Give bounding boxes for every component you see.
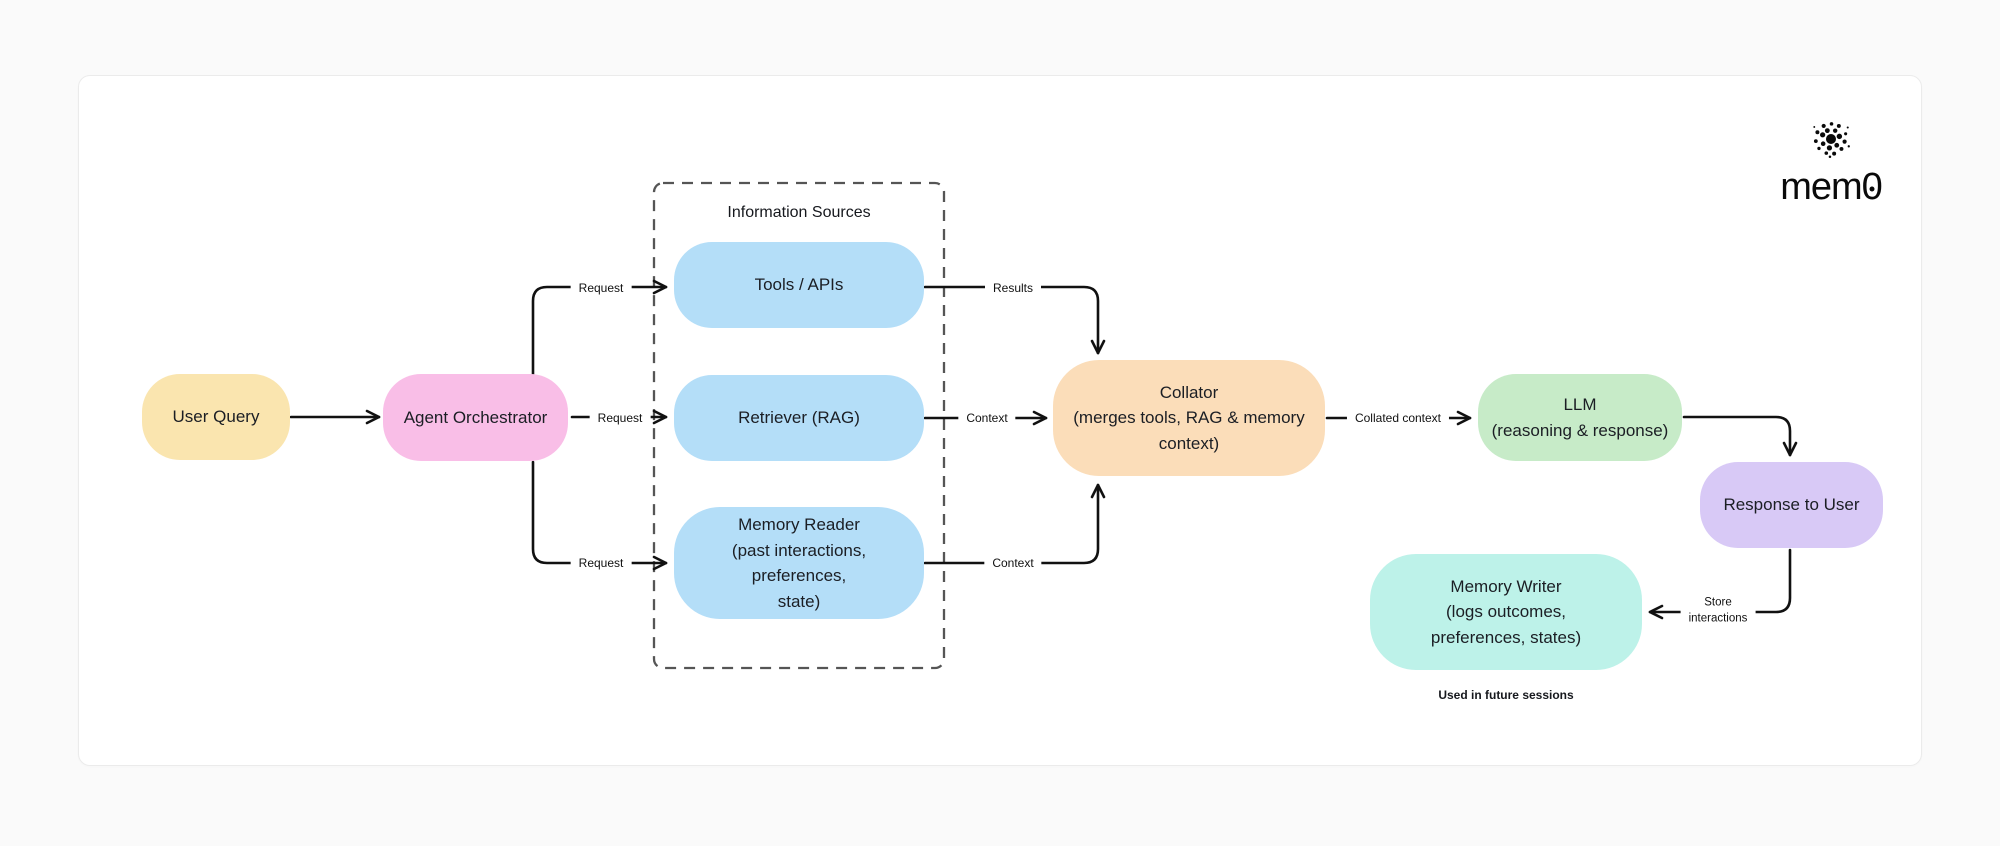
node-user-query: User Query — [142, 374, 290, 460]
node-memory-writer: Memory Writer (logs outcomes, preference… — [1370, 554, 1642, 670]
mem0-wordmark-text: mem — [1780, 166, 1862, 208]
edge-label-collated-context: Collated context — [1346, 407, 1450, 429]
edge-label-results: Results — [984, 277, 1042, 299]
node-tools-apis: Tools / APIs — [674, 242, 924, 328]
node-llm: LLM (reasoning & response) — [1478, 374, 1682, 461]
mem0-wordmark: mem0 — [1780, 166, 1883, 208]
edge-label-request-retriever: Request — [589, 407, 651, 429]
edge-label-store-interactions: Store interactions — [1680, 593, 1756, 629]
node-collator: Collator (merges tools, RAG & memory con… — [1053, 360, 1325, 476]
mem0-wordmark-zero: 0 — [1862, 168, 1883, 206]
edge-label-request-memory: Request — [570, 552, 632, 574]
information-sources-title: Information Sources — [719, 203, 879, 223]
mem0-logo: mem0 — [1769, 116, 1893, 206]
node-response-to-user: Response to User — [1700, 462, 1883, 548]
node-agent-orchestrator: Agent Orchestrator — [383, 374, 568, 461]
node-memory-reader: Memory Reader (past interactions, prefer… — [674, 507, 924, 619]
edge-label-request-tools: Request — [570, 277, 632, 299]
mem0-zero-dot — [1869, 186, 1875, 192]
node-retriever-rag: Retriever (RAG) — [674, 375, 924, 461]
edge-label-context-rag: Context — [958, 407, 1016, 429]
mem0-logo-mark-icon — [1813, 122, 1850, 159]
edge-label-context-memory: Context — [984, 552, 1042, 574]
caption-used-in-future-sessions: Used in future sessions — [1438, 688, 1574, 702]
